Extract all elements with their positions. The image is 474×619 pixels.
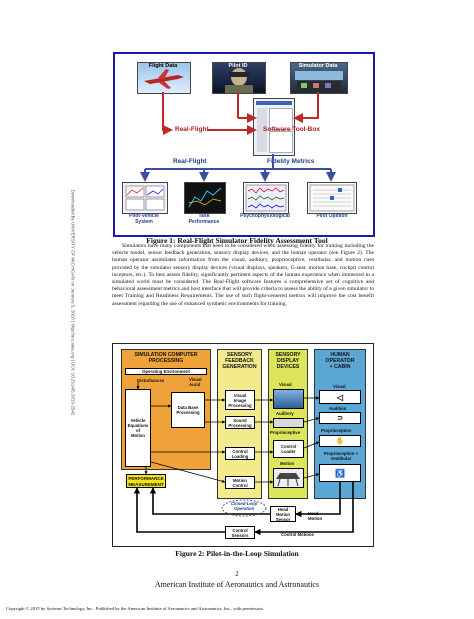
vehicle-equations-box: Vehicle Equations of Motion xyxy=(125,389,151,467)
closed-loop-label: Closed-Loop Operation xyxy=(231,501,258,511)
page-number: 2 xyxy=(235,570,239,578)
task-performance-label: Task Performance xyxy=(188,213,220,225)
col4-title: HUMAN OPERATOR + CABIN xyxy=(325,352,355,370)
human-audition-label: Audition xyxy=(329,406,347,411)
human-body-box: ♿ xyxy=(319,464,361,482)
visual-aural-label: Visual Aural xyxy=(189,377,202,387)
pilot-id-label: Pilot ID xyxy=(228,63,248,69)
visual-image-processing-box: Visual Image Processing xyxy=(225,390,255,410)
flight-data-label: Flight Data xyxy=(148,63,178,69)
motion-base-device xyxy=(273,468,304,488)
eye-icon: ◁ xyxy=(336,392,344,402)
control-motions-label: Control Motions xyxy=(281,532,314,537)
real-flight-label: Real-Flight xyxy=(175,126,209,133)
questionnaire-icon xyxy=(309,184,355,212)
trajectory-icon xyxy=(188,187,222,208)
performance-measurement-box: PERFORMANCE MEASUREMENT xyxy=(126,474,166,488)
human-propvest-label: Proprioception + Vestibular xyxy=(323,451,359,461)
hand-icon: ✋ xyxy=(335,437,345,445)
motion-base-icon xyxy=(276,473,300,487)
visual-device-label: Visual xyxy=(279,382,292,387)
human-visual-label: Visual xyxy=(333,384,346,389)
plot-icon xyxy=(125,185,165,211)
fidelity-metrics-label: Fidelity Metrics xyxy=(267,158,315,165)
auditory-device-label: Auditory xyxy=(276,411,294,416)
copyright-notice: Copyright © 2015 by Systems Technology, … xyxy=(6,606,264,611)
pilot-opinion-thumb xyxy=(307,182,357,214)
figure-2-frame: SIMULATION COMPUTER PROCESSING SENSORY F… xyxy=(112,343,374,547)
cockpit-icon xyxy=(295,71,343,91)
col1-title: SIMULATION COMPUTER PROCESSING xyxy=(134,352,198,364)
pilot-id-photo xyxy=(212,62,266,94)
motion-device-label: Motion xyxy=(280,461,295,466)
col3-title: SENSORY DISPLAY DEVICES xyxy=(275,352,301,370)
human-visual-box: ◁ xyxy=(319,390,361,404)
col2-title: SENSORY FEEDBACK GENERATION xyxy=(222,352,257,370)
motion-control-box: Motion Control xyxy=(225,476,255,489)
software-toolbox-label: Software Tool-Box xyxy=(263,126,320,133)
figure2-arrows xyxy=(133,382,354,536)
pilot-vehicle-thumb xyxy=(122,182,168,214)
figure1-arrows xyxy=(140,92,336,182)
disturbances-label: Disturbances xyxy=(137,378,165,383)
organization-name: American Institute of Aeronautics and As… xyxy=(154,580,320,589)
figure-1-caption: Figure 1: Real-Flight Simulator Fidelity… xyxy=(146,236,328,245)
psychophysiological-thumb xyxy=(243,182,289,214)
figure-2-caption: Figure 2: Pilot-in-the-Loop Simulation xyxy=(175,549,299,558)
human-proprioception-box: ✋ xyxy=(319,435,361,447)
ear-icon: ⊃ xyxy=(337,414,343,422)
figure-1-frame: Flight Data Pilot ID Simulator Data Real… xyxy=(113,52,375,237)
human-audition-box: ⊃ xyxy=(319,412,361,424)
sound-processing-box: Sound Processing xyxy=(225,416,255,429)
simulator-data-label: Simulator Data xyxy=(298,63,338,69)
body-paragraph: Simulators have many components that nee… xyxy=(112,243,374,307)
human-proprioception-label: Proprioception xyxy=(321,428,352,433)
software-toolbox-screenshot xyxy=(253,98,295,156)
task-performance-thumb xyxy=(184,182,226,214)
body-icon: ♿ xyxy=(335,468,345,478)
database-processing-box: Data Base Processing xyxy=(171,392,205,428)
signals-icon xyxy=(245,184,287,212)
sidebar-download-note: Downloaded by UNIVERSITY OF MICHIGAN on … xyxy=(70,189,76,416)
flight-data-photo xyxy=(137,62,191,94)
pilot-vehicle-label: Pilot-Vehicle System xyxy=(129,213,159,225)
control-loading-box: Control Loading xyxy=(225,447,255,460)
pilot-opinion-label: Pilot Opinion xyxy=(316,213,348,219)
psychophysiological-label: Psychophysiological xyxy=(240,213,290,219)
visual-display-device xyxy=(273,389,304,409)
pilot-icon xyxy=(225,68,253,93)
simulator-data-photo xyxy=(290,62,348,94)
operating-environment-box: Operating Environment xyxy=(125,368,207,375)
real-flight-branch-label: Real-Flight xyxy=(173,158,207,165)
aircraft-icon xyxy=(144,69,184,89)
control-loader-box: Control Loader xyxy=(273,440,304,458)
auditory-device xyxy=(273,418,304,428)
proprioceptive-device-label: Proprioceptive xyxy=(270,430,301,435)
